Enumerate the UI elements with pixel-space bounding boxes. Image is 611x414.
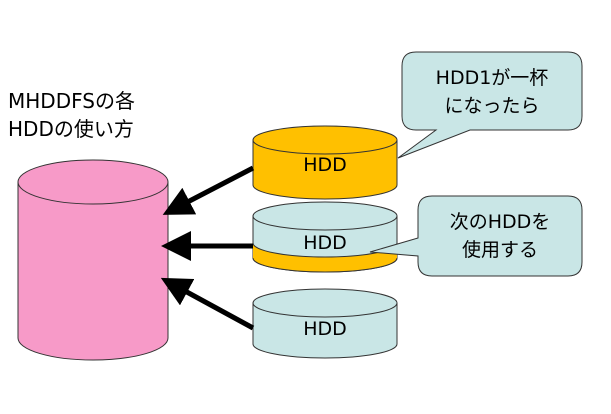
pool-cylinder xyxy=(17,159,169,361)
disk-3: HDD xyxy=(252,288,398,359)
title-line-1: MHDDFSの各 xyxy=(8,89,135,113)
arrow-disk-1 xyxy=(162,165,255,215)
callout-top: HDD1が一杯 になったら xyxy=(397,51,583,159)
disk-1-label: HDD xyxy=(303,154,347,176)
callout-middle-line-1: 次のHDDを xyxy=(450,211,551,233)
title-line-2: HDDの使い方 xyxy=(8,117,134,141)
callout-middle-line-2: 使用する xyxy=(462,239,538,261)
disk-3-label: HDD xyxy=(303,318,347,340)
callout-top-line-1: HDD1が一杯 xyxy=(436,67,549,89)
callout-top-line-2: になったら xyxy=(444,95,539,117)
arrow-disk-3 xyxy=(160,277,255,331)
callout-middle: 次のHDDを 使用する xyxy=(369,195,583,277)
disk-2: HDD xyxy=(252,201,398,273)
disk-2-label: HDD xyxy=(303,232,347,254)
disk-1: HDD xyxy=(252,125,398,200)
